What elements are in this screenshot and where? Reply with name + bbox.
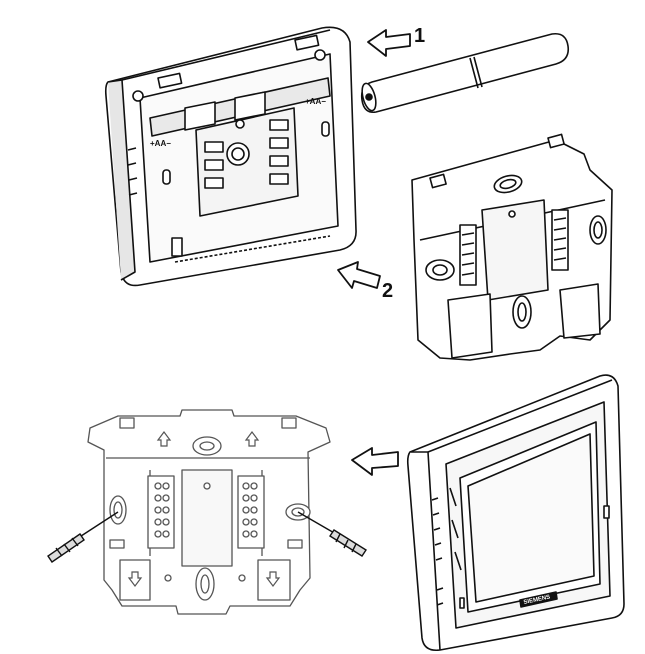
step1-arrow-icon bbox=[367, 29, 411, 57]
wall-base-plate-mounted bbox=[87, 409, 331, 615]
step2-arrow-icon bbox=[337, 261, 381, 289]
down-arrow-icon bbox=[127, 571, 281, 587]
aa-battery bbox=[360, 32, 570, 114]
battery-polarity-left: +AA− bbox=[150, 139, 171, 148]
step1-label: 1 bbox=[414, 25, 425, 47]
thermostat-rear-housing bbox=[104, 26, 357, 287]
mount-arrow-icon bbox=[351, 447, 399, 476]
screwdriver-icon bbox=[47, 511, 367, 563]
step2-label: 2 bbox=[382, 280, 393, 302]
wall-base-plate-top bbox=[411, 133, 613, 361]
battery-polarity-right: +AA− bbox=[305, 97, 326, 106]
brand-plate: SIEMENS bbox=[523, 594, 551, 605]
thermostat-front-unit bbox=[406, 374, 625, 652]
up-arrow-icon bbox=[156, 431, 260, 447]
